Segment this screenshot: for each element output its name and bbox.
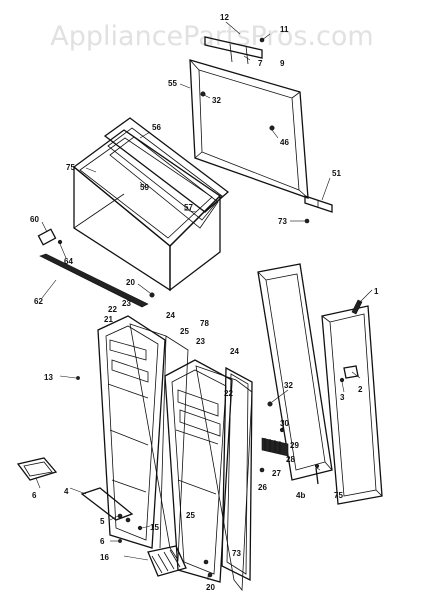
callout-57: 59 bbox=[140, 183, 149, 192]
callout-46: 46 bbox=[280, 138, 289, 147]
callout-4: 4 bbox=[64, 487, 69, 496]
callout-32-right: 32 bbox=[284, 381, 293, 390]
callout-11: 11 bbox=[280, 25, 289, 34]
callout-20-top: 20 bbox=[126, 278, 135, 287]
callout-22-left: 22 bbox=[108, 305, 117, 314]
callout-20-bottom: 20 bbox=[206, 583, 215, 592]
callout-55: 56 bbox=[152, 123, 161, 132]
callout-9: 7 bbox=[258, 59, 263, 68]
callout-30: 30 bbox=[280, 419, 289, 428]
callout-24-left: 24 bbox=[166, 311, 175, 320]
callout-5: 5 bbox=[100, 517, 105, 526]
callout-15: 15 bbox=[150, 523, 159, 532]
callout-22-center: 22 bbox=[224, 389, 233, 398]
callout-27: 27 bbox=[272, 469, 281, 478]
callout-60: 62 bbox=[34, 297, 43, 306]
callout-3: 3 bbox=[340, 393, 345, 402]
outer-door-panel bbox=[314, 299, 383, 505]
callout-24-center: 24 bbox=[230, 347, 239, 356]
callout-26: 26 bbox=[258, 483, 267, 492]
watermark-text: AppliancePartsPros.com bbox=[50, 21, 373, 52]
callout-78: 78 bbox=[200, 319, 209, 328]
callout-73: 73 bbox=[232, 549, 241, 558]
callout-23-left: 23 bbox=[122, 299, 131, 308]
callout-21: 21 bbox=[104, 315, 113, 324]
callout-29: 29 bbox=[290, 441, 299, 450]
freezer-door-panel bbox=[37, 117, 230, 308]
freezer-door-frame bbox=[189, 36, 333, 224]
callout-25-top: 25 bbox=[180, 327, 189, 336]
callout-59: 60 bbox=[30, 215, 39, 224]
door-outer-frame bbox=[257, 263, 333, 481]
callout-61: 73 bbox=[278, 217, 287, 226]
small-parts bbox=[16, 376, 213, 578]
callout-6: 6 bbox=[100, 537, 105, 546]
callout-7: 6 bbox=[32, 491, 37, 500]
callout-2: 2 bbox=[358, 385, 363, 394]
callout-23-center: 23 bbox=[196, 337, 205, 346]
callout-28: 28 bbox=[286, 455, 295, 464]
callout-75: 75 bbox=[334, 491, 343, 500]
callout-62: 64 bbox=[64, 257, 73, 266]
callout-13: 13 bbox=[44, 373, 53, 382]
callout-16: 16 bbox=[100, 553, 109, 562]
callout-4b: 4b bbox=[296, 491, 305, 500]
callout-12: 12 bbox=[220, 13, 229, 22]
callout-51: 51 bbox=[332, 169, 341, 178]
callout-56: 57 bbox=[184, 203, 193, 212]
left-door-liner bbox=[97, 315, 189, 562]
callout-10: 9 bbox=[280, 59, 285, 68]
callout-1: 1 bbox=[374, 287, 379, 296]
callout-32-top: 32 bbox=[212, 96, 221, 105]
callout-25-bottom: 25 bbox=[186, 511, 195, 520]
callout-64: 75 bbox=[66, 163, 75, 172]
leader-lines bbox=[35, 21, 373, 580]
callout-labels: 12 11 7 9 55 32 46 51 73 56 75 59 57 60 … bbox=[30, 13, 379, 592]
inner-gasket-frame bbox=[221, 366, 253, 582]
callout-53: 55 bbox=[168, 79, 177, 88]
